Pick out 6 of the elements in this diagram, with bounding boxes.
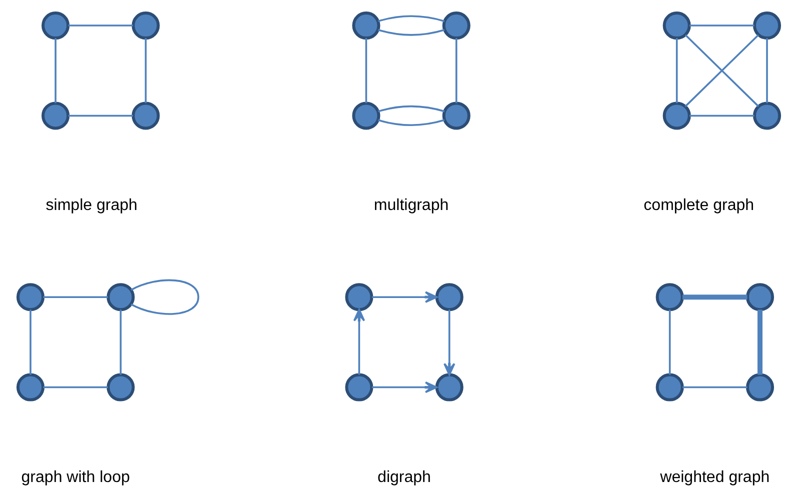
label: graph with loop [21, 468, 130, 486]
label: multigraph [374, 196, 449, 214]
label: weighted graph [660, 468, 770, 486]
label: digraph [378, 468, 431, 486]
label: complete graph [644, 196, 754, 214]
label: simple graph [46, 196, 138, 214]
